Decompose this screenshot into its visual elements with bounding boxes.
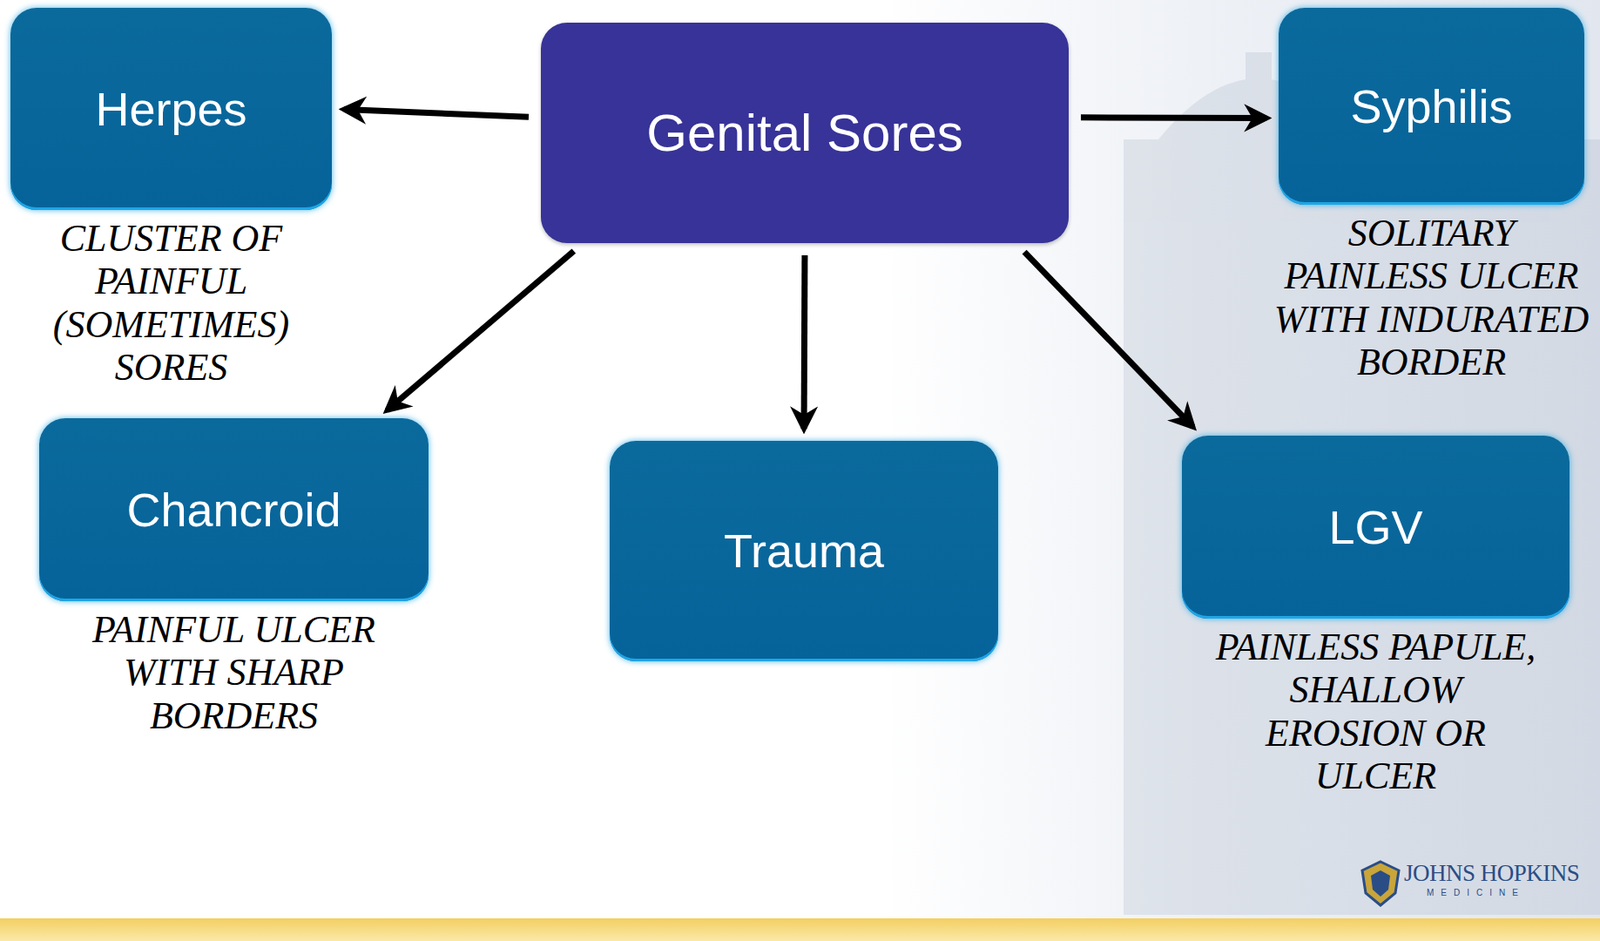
box-title: Genital Sores [632, 102, 978, 163]
box-title: Syphilis [1336, 79, 1526, 134]
description-text: SOLITARY PAINLESS ULCER WITH INDURATED B… [1266, 211, 1598, 384]
logo-shield [1358, 857, 1403, 909]
arrow-connector [801, 255, 809, 429]
footer-band [0, 918, 1600, 941]
description-text: CLUSTER OF PAINFUL (SOMETIMES) SORES [6, 216, 338, 389]
box-title: Trauma [709, 523, 898, 578]
category-box: HerpesCLUSTER OF PAINFUL (SOMETIMES) SOR… [10, 7, 332, 210]
logo-name: JOHNS HOPKINS [1404, 859, 1580, 887]
description-text: PAINLESS PAPULE, SHALLOW EROSION OR ULCE… [1210, 625, 1542, 797]
category-box: SyphilisSOLITARY PAINLESS ULCER WITH IND… [1278, 7, 1585, 205]
box-title: LGV [1314, 499, 1437, 554]
box-title: Chancroid [112, 482, 355, 537]
box-title: Herpes [81, 81, 261, 136]
category-box: ChancroidPAINFUL ULCER WITH SHARP BORDER… [39, 418, 429, 601]
arrow-connector [387, 250, 574, 411]
arrow-connector [1024, 251, 1193, 427]
arrow-connector [344, 109, 529, 118]
logo: JOHNS HOPKINSMEDICINE [1358, 857, 1590, 909]
logo-subtitle: MEDICINE [1426, 887, 1526, 898]
category-box: LGVPAINLESS PAPULE, SHALLOW EROSION OR U… [1181, 435, 1570, 619]
root-box: Genital Sores [540, 22, 1069, 244]
arrow-connector [1080, 114, 1267, 122]
description-text: PAINFUL ULCER WITH SHARP BORDERS [68, 607, 400, 737]
category-box: Trauma [609, 440, 999, 662]
